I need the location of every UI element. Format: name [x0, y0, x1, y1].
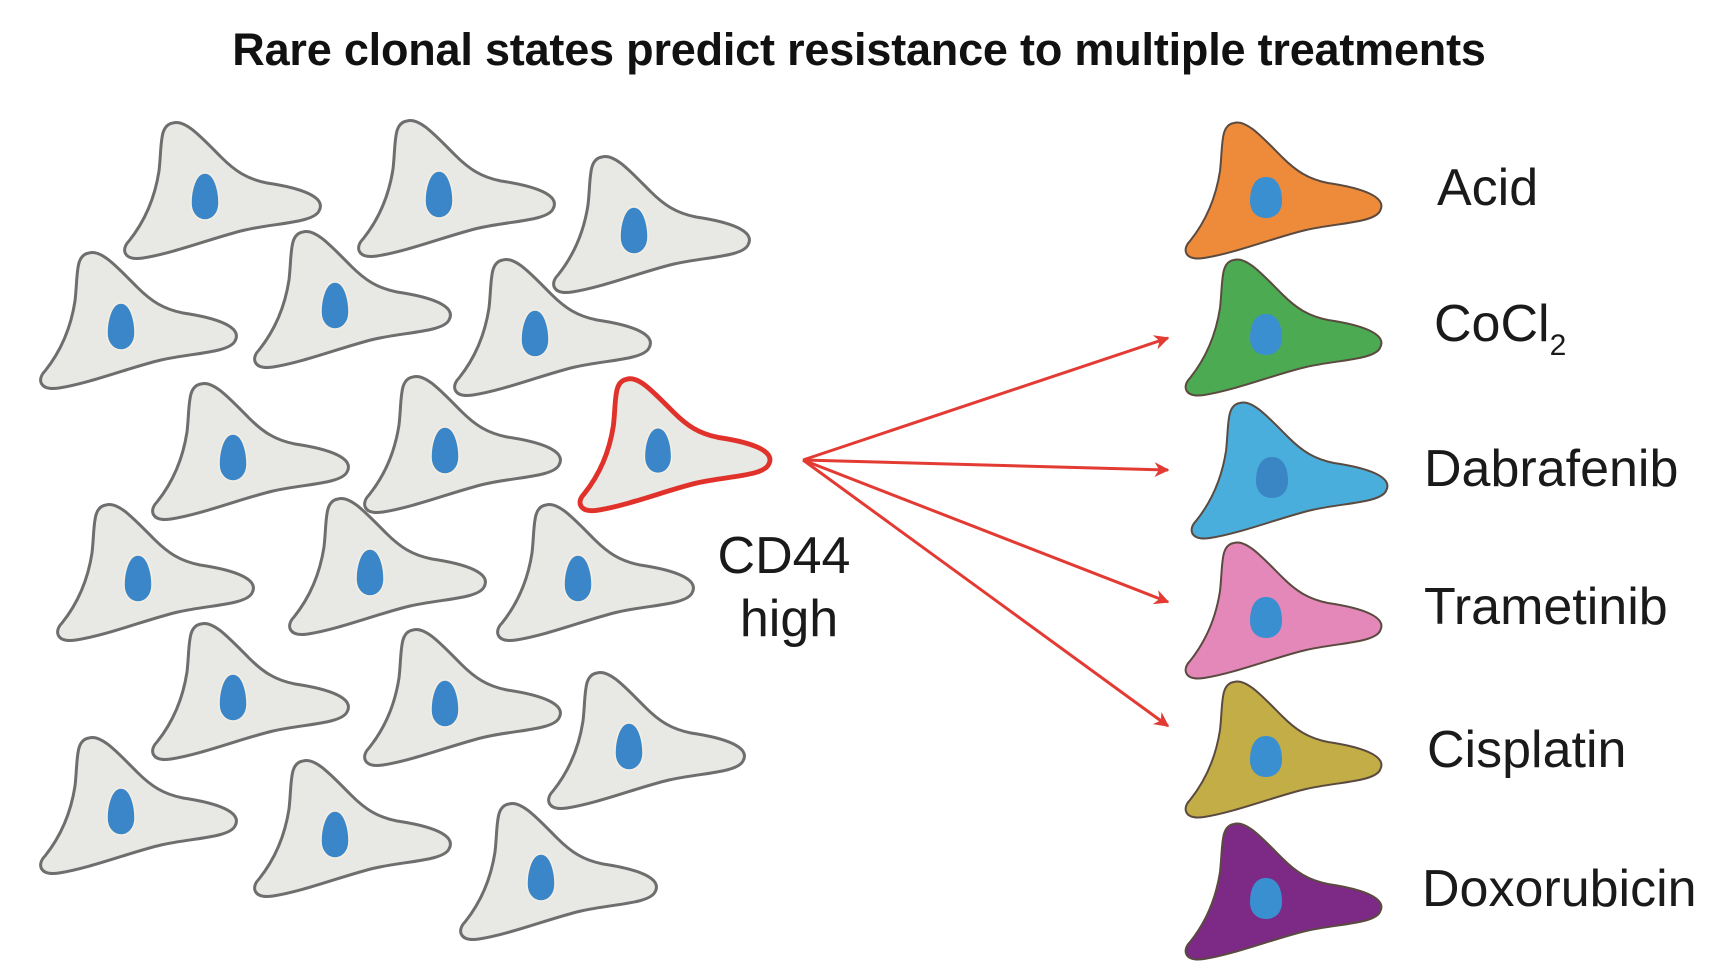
- cell-nucleus: [320, 810, 350, 859]
- cell-nucleus: [106, 302, 136, 351]
- cell-membrane: [151, 621, 350, 761]
- cell-membrane: [357, 118, 556, 258]
- selected-cell: [577, 376, 773, 514]
- cell-nucleus: [526, 853, 556, 902]
- cell-membrane: [1184, 822, 1383, 961]
- cell-membrane: [1184, 121, 1383, 260]
- treated-cell-doxorubicin: [1184, 822, 1383, 961]
- population-cell: [453, 257, 652, 397]
- cd44-label-line1: CD44: [717, 527, 851, 585]
- cell-membrane: [459, 801, 658, 941]
- treatment-name: Acid: [1437, 159, 1539, 217]
- population-cell: [363, 374, 562, 514]
- cell-membrane: [1190, 401, 1389, 540]
- population-cell: [39, 250, 238, 390]
- cell-membrane: [1184, 541, 1383, 680]
- population-cell: [288, 496, 487, 636]
- population-cell: [253, 229, 452, 369]
- cell-nucleus: [424, 170, 454, 219]
- treatment-label-acid: Acid: [1437, 162, 1538, 214]
- population-cell: [496, 502, 695, 642]
- cell-nucleus: [106, 787, 136, 836]
- treatment-label-doxorubicin: Doxorubicin: [1422, 863, 1697, 915]
- cell-nucleus: [123, 554, 153, 603]
- treatment-name: Trametinib: [1424, 578, 1668, 636]
- cell-membrane: [56, 502, 255, 642]
- cell-nucleus: [1256, 457, 1288, 498]
- cell-nucleus: [355, 548, 385, 597]
- cell-nucleus: [563, 554, 593, 603]
- treated-cell-acid: [1184, 121, 1383, 260]
- arrow-2: [802, 458, 1170, 478]
- cell-membrane: [496, 502, 695, 642]
- cell-nucleus: [218, 433, 248, 482]
- treated-cell-cisplatin: [1184, 680, 1383, 819]
- cell-nucleus: [614, 722, 644, 771]
- cell-membrane: [577, 376, 773, 514]
- arrow-4: [802, 458, 1170, 728]
- cell-nucleus: [430, 679, 460, 728]
- cell-membrane: [453, 257, 652, 397]
- cell-membrane: [1184, 258, 1383, 397]
- treated-cell-dabrafenib: [1190, 401, 1389, 540]
- cell-membrane: [363, 627, 562, 767]
- treatment-name: Cisplatin: [1427, 721, 1627, 779]
- cell-membrane: [123, 120, 322, 260]
- cd44-label-line2: high: [739, 590, 839, 648]
- population-cell: [56, 502, 255, 642]
- resistance-arrows: [802, 335, 1170, 728]
- cell-nucleus: [320, 281, 350, 330]
- population-cell: [363, 627, 562, 767]
- cell-membrane: [547, 670, 746, 810]
- cell-nucleus: [430, 426, 460, 475]
- cell-membrane: [363, 374, 562, 514]
- cell-membrane: [253, 229, 452, 369]
- cell-nucleus: [619, 206, 649, 255]
- arrow-1: [802, 335, 1170, 462]
- cell-nucleus: [643, 426, 673, 475]
- treated-cell-cocl: [1184, 258, 1383, 397]
- treatment-name: Dabrafenib: [1424, 440, 1679, 498]
- treatment-label-cocl2: CoCl2: [1434, 295, 1566, 361]
- figure-title: Rare clonal states predict resistance to…: [232, 24, 1486, 75]
- cd44-high-cell: [577, 376, 773, 514]
- treatment-name: CoCl: [1434, 295, 1550, 353]
- cell-nucleus: [1250, 177, 1282, 218]
- treatment-label-dabrafenib: Dabrafenib: [1424, 443, 1678, 495]
- cell-membrane: [151, 381, 350, 521]
- cell-nucleus: [1250, 878, 1282, 919]
- cell-membrane: [552, 154, 751, 294]
- treated-cells: [1184, 121, 1389, 961]
- cell-membrane: [39, 735, 238, 875]
- cell-nucleus: [520, 309, 550, 358]
- treatment-name: Doxorubicin: [1422, 860, 1697, 918]
- cell-membrane: [39, 250, 238, 390]
- population-cell: [39, 735, 238, 875]
- cell-membrane: [288, 496, 487, 636]
- population-cell: [552, 154, 751, 294]
- cell-membrane: [253, 758, 452, 898]
- treatment-label-trametinib: Trametinib: [1424, 581, 1668, 633]
- population-cell: [253, 758, 452, 898]
- cell-nucleus: [190, 172, 220, 221]
- treatment-subscript: 2: [1549, 329, 1567, 362]
- population-cell: [547, 670, 746, 810]
- population-cell: [459, 801, 658, 941]
- arrow-3: [802, 458, 1170, 605]
- population-cell: [151, 381, 350, 521]
- cell-nucleus: [1250, 736, 1282, 777]
- treated-cell-trametinib: [1184, 541, 1383, 680]
- cell-membrane: [1184, 680, 1383, 819]
- population-cell: [357, 118, 556, 258]
- population-cell: [123, 120, 322, 260]
- treatment-label-cisplatin: Cisplatin: [1427, 724, 1626, 776]
- population-cell: [151, 621, 350, 761]
- cell-nucleus: [1250, 597, 1282, 638]
- cell-nucleus: [218, 673, 248, 722]
- cell-nucleus: [1250, 314, 1282, 355]
- cell-population: [39, 118, 751, 941]
